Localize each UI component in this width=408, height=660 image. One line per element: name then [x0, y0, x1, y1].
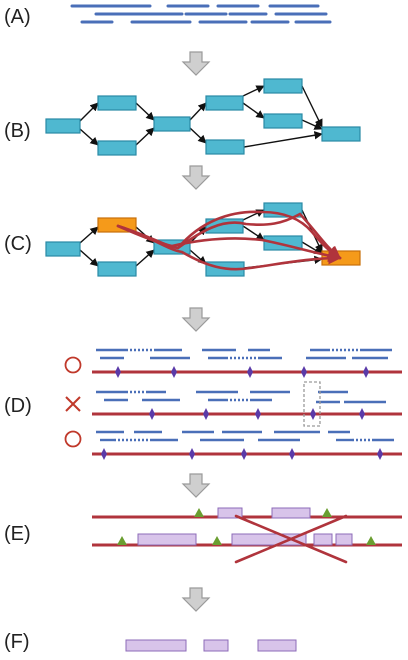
- variant-marker: [301, 366, 307, 378]
- variant-marker: [377, 448, 383, 460]
- gene-box: [137, 533, 197, 546]
- graph-node: [205, 95, 244, 111]
- path-graph-c: [45, 202, 361, 277]
- assembly-graph-b: [45, 78, 361, 156]
- graph-node: [321, 126, 361, 142]
- step-label-c: (C): [4, 233, 32, 255]
- gene-box: [271, 507, 311, 519]
- promoter-marker: [117, 536, 127, 545]
- graph-node: [45, 118, 81, 134]
- accept-circle-icon: [64, 430, 82, 448]
- graph-node: [97, 140, 137, 156]
- graph-node: [263, 78, 303, 94]
- promoter-marker: [194, 508, 204, 517]
- variant-marker: [241, 448, 247, 460]
- variant-marker: [171, 366, 177, 378]
- final-genes-panel-f: [125, 639, 297, 652]
- variant-marker: [289, 448, 295, 460]
- variant-marker: [115, 366, 121, 378]
- variant-marker: [359, 408, 365, 420]
- graph-node: [205, 139, 245, 155]
- reject-cross-icon: [65, 396, 81, 412]
- variant-marker: [189, 448, 195, 460]
- step-label-f: (F): [4, 631, 30, 653]
- down-arrow-icon: [181, 51, 211, 76]
- down-arrow-icon: [181, 307, 211, 332]
- alignment-panel-d: [64, 348, 402, 460]
- gene-box: [313, 533, 333, 546]
- variant-marker: [363, 366, 369, 378]
- graph-node: [153, 116, 191, 132]
- down-arrow-icon: [181, 473, 211, 498]
- rejected-gene-cross-icon: [234, 514, 348, 564]
- gene-box: [217, 507, 243, 519]
- graph-node: [97, 261, 137, 277]
- variant-marker: [149, 408, 155, 420]
- promoter-marker: [322, 508, 332, 517]
- mismatch-highlight-box: [303, 381, 321, 427]
- traced-path: [116, 224, 342, 263]
- gene-box: [335, 533, 353, 546]
- gene-box: [203, 639, 229, 652]
- graph-node: [263, 113, 303, 129]
- down-arrow-icon: [181, 587, 211, 612]
- variant-marker: [247, 366, 253, 378]
- promoter-marker: [366, 536, 376, 545]
- accept-circle-icon: [64, 356, 82, 374]
- variant-marker: [203, 408, 209, 420]
- graph-node: [45, 241, 81, 257]
- reads-panel-a: [70, 4, 332, 24]
- gene-box: [231, 533, 307, 546]
- promoter-marker: [212, 536, 222, 545]
- gene-box: [257, 639, 297, 652]
- step-label-d: (D): [4, 395, 32, 417]
- step-label-a: (A): [4, 6, 31, 28]
- variant-marker: [310, 408, 316, 420]
- annotation-panel-e: [92, 507, 402, 564]
- graph-node: [97, 95, 137, 111]
- step-label-e: (E): [4, 523, 31, 545]
- traced-path: [176, 210, 342, 260]
- gene-box: [125, 639, 187, 652]
- step-label-b: (B): [4, 120, 31, 142]
- variant-marker: [255, 408, 261, 420]
- down-arrow-icon: [181, 165, 211, 190]
- variant-marker: [101, 448, 107, 460]
